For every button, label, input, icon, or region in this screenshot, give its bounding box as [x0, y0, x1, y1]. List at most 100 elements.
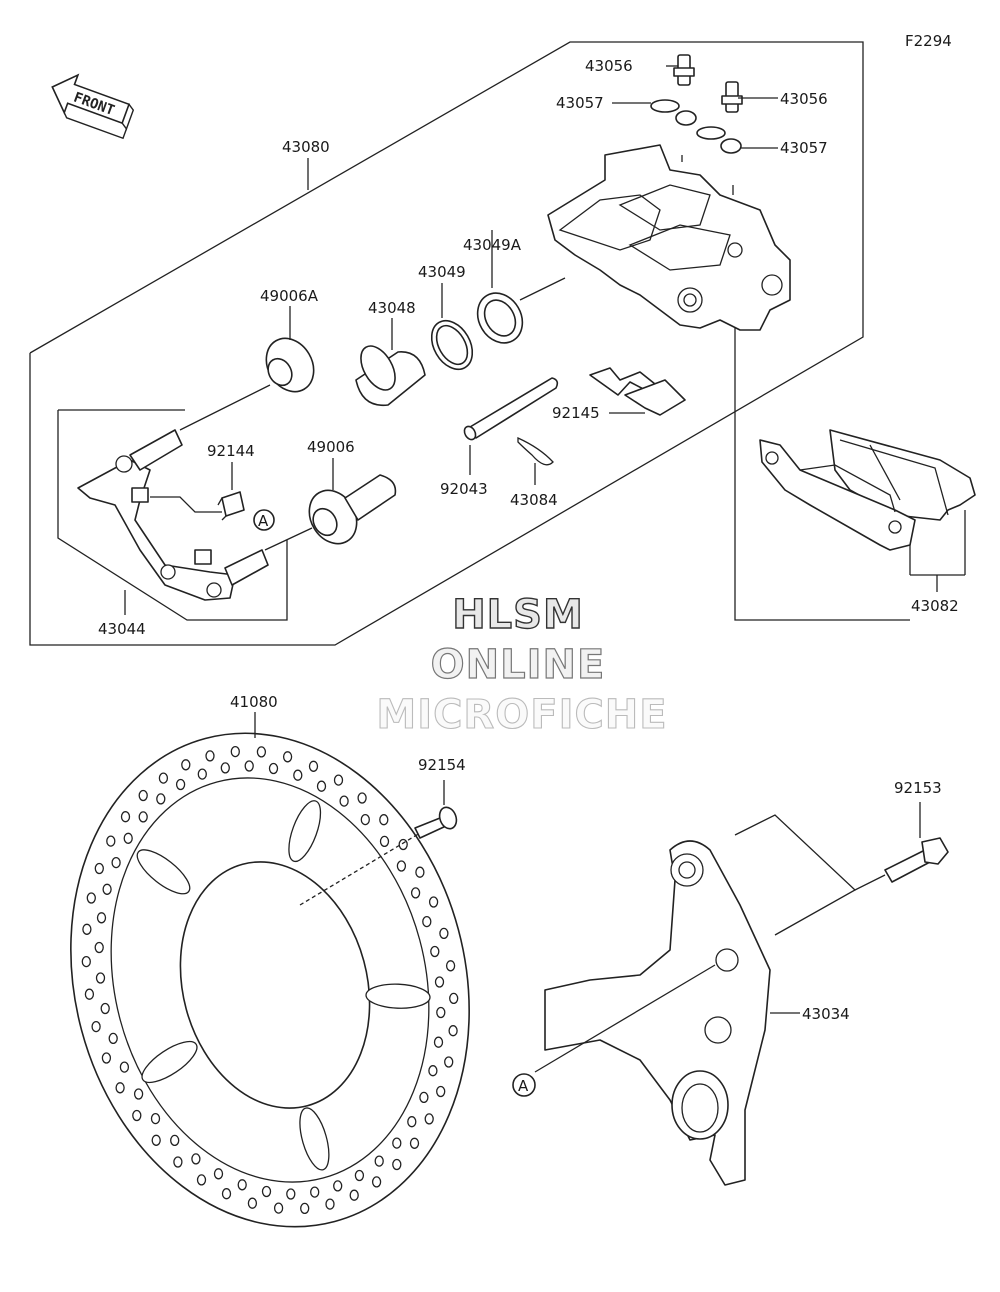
disc-hole [339, 795, 349, 807]
disc-hole [133, 1088, 144, 1100]
boot-b [264, 458, 397, 551]
disc-hole [191, 1153, 201, 1165]
disc-hole [82, 923, 92, 935]
disc-hole [396, 860, 407, 872]
watermark-line3: MICROFICHE [376, 692, 667, 738]
disc-hole [256, 746, 267, 758]
disc-slot [288, 800, 322, 863]
pad-spring-clip [150, 462, 245, 521]
caliper-mount-bracket [534, 814, 886, 1186]
disc-hole [86, 892, 96, 904]
disc-hole [424, 1113, 434, 1125]
disc-hole [428, 1065, 438, 1077]
disc-slot [299, 1107, 330, 1171]
disc-hole [409, 1137, 420, 1149]
brake-pad-front [759, 439, 916, 551]
disc-hole [449, 992, 459, 1005]
disc-hole [398, 838, 408, 851]
disc-hole [106, 835, 116, 847]
disc-hole [100, 1002, 110, 1015]
disc-hole [422, 915, 432, 928]
disc-hole [282, 751, 293, 763]
label-41080: 41080 [230, 693, 278, 711]
disc-hole [205, 750, 215, 762]
piston-seal [430, 283, 474, 371]
disc-hole [119, 1061, 130, 1073]
disc-hole [434, 976, 445, 988]
disc-hole [115, 1082, 125, 1094]
disc-hole [374, 1155, 384, 1167]
label-43082: 43082 [911, 597, 959, 615]
disc-hole [151, 1134, 161, 1146]
disc-hole [433, 1036, 444, 1048]
bleeder-cap-right [696, 126, 778, 154]
disc-hole [415, 866, 425, 878]
boot-a [179, 306, 315, 431]
disc-hole [197, 768, 207, 780]
disc-hole [120, 811, 131, 823]
disc-hole [407, 1116, 417, 1128]
dust-seal [476, 230, 566, 344]
figure-code: F2294 [905, 32, 952, 50]
disc-hole [436, 1006, 446, 1019]
label-92145: 92145 [552, 404, 600, 422]
disc-hole [96, 912, 107, 924]
watermark-line2: ONLINE [431, 642, 606, 688]
disc-hole [84, 988, 95, 1000]
disc-hole [156, 793, 166, 805]
r-clip [517, 436, 554, 485]
disc-hole [428, 896, 439, 908]
label-43034: 43034 [802, 1005, 850, 1023]
disc-hole [273, 1202, 284, 1214]
disc-hole [94, 862, 104, 875]
disc-hole [293, 769, 303, 781]
disc-hole [138, 789, 148, 802]
disc-hole [325, 1198, 335, 1210]
label-43044: 43044 [98, 620, 146, 638]
disc-hole [213, 1168, 224, 1180]
label-43049: 43049 [418, 263, 466, 281]
disc-hole [247, 1197, 258, 1209]
disc-hole [379, 814, 389, 826]
label-43048: 43048 [368, 299, 416, 317]
disc-hole [132, 1109, 142, 1122]
disc-hole [349, 1189, 359, 1201]
bleeder-screw-left [666, 54, 695, 86]
disc-hole [175, 778, 186, 791]
disc-hole [261, 1185, 272, 1198]
label-49006: 49006 [307, 438, 355, 456]
disc-hole [268, 762, 279, 775]
disc-hole [444, 1056, 454, 1068]
disc-hole [392, 1137, 402, 1149]
disc-hole [244, 760, 254, 772]
caliper-pin [463, 377, 559, 475]
label-43080: 43080 [282, 138, 330, 156]
disc-slot [136, 849, 191, 895]
disc-slot [141, 1040, 198, 1084]
disc-hole [410, 887, 421, 899]
disc-slot [365, 983, 431, 1009]
disc-hole [237, 1179, 247, 1191]
disc-hole [371, 1176, 382, 1188]
disc-hole [91, 1020, 101, 1033]
watermark-line1: HLSM [452, 592, 584, 638]
disc-hole [333, 774, 344, 786]
disc-hole [138, 811, 148, 823]
label-49006a: 49006A [260, 287, 319, 305]
anti-rattle-spring [589, 367, 686, 416]
disc-hole [108, 1032, 118, 1045]
disc-hole [392, 1158, 402, 1171]
disc-hole [445, 960, 456, 972]
disc-hole [430, 945, 440, 958]
label-43056-b: 43056 [780, 90, 828, 108]
disc-hole [220, 762, 230, 774]
disc-hole [354, 1169, 365, 1182]
disc-hole [230, 745, 240, 758]
disc-hole [333, 1180, 343, 1192]
disc-hole [308, 760, 319, 772]
disc-hole [221, 1188, 232, 1200]
disc-hole [286, 1188, 296, 1200]
disc-hole [448, 1025, 458, 1037]
front-arrow-icon: FRONT [51, 73, 135, 140]
caliper-piston [355, 318, 426, 407]
